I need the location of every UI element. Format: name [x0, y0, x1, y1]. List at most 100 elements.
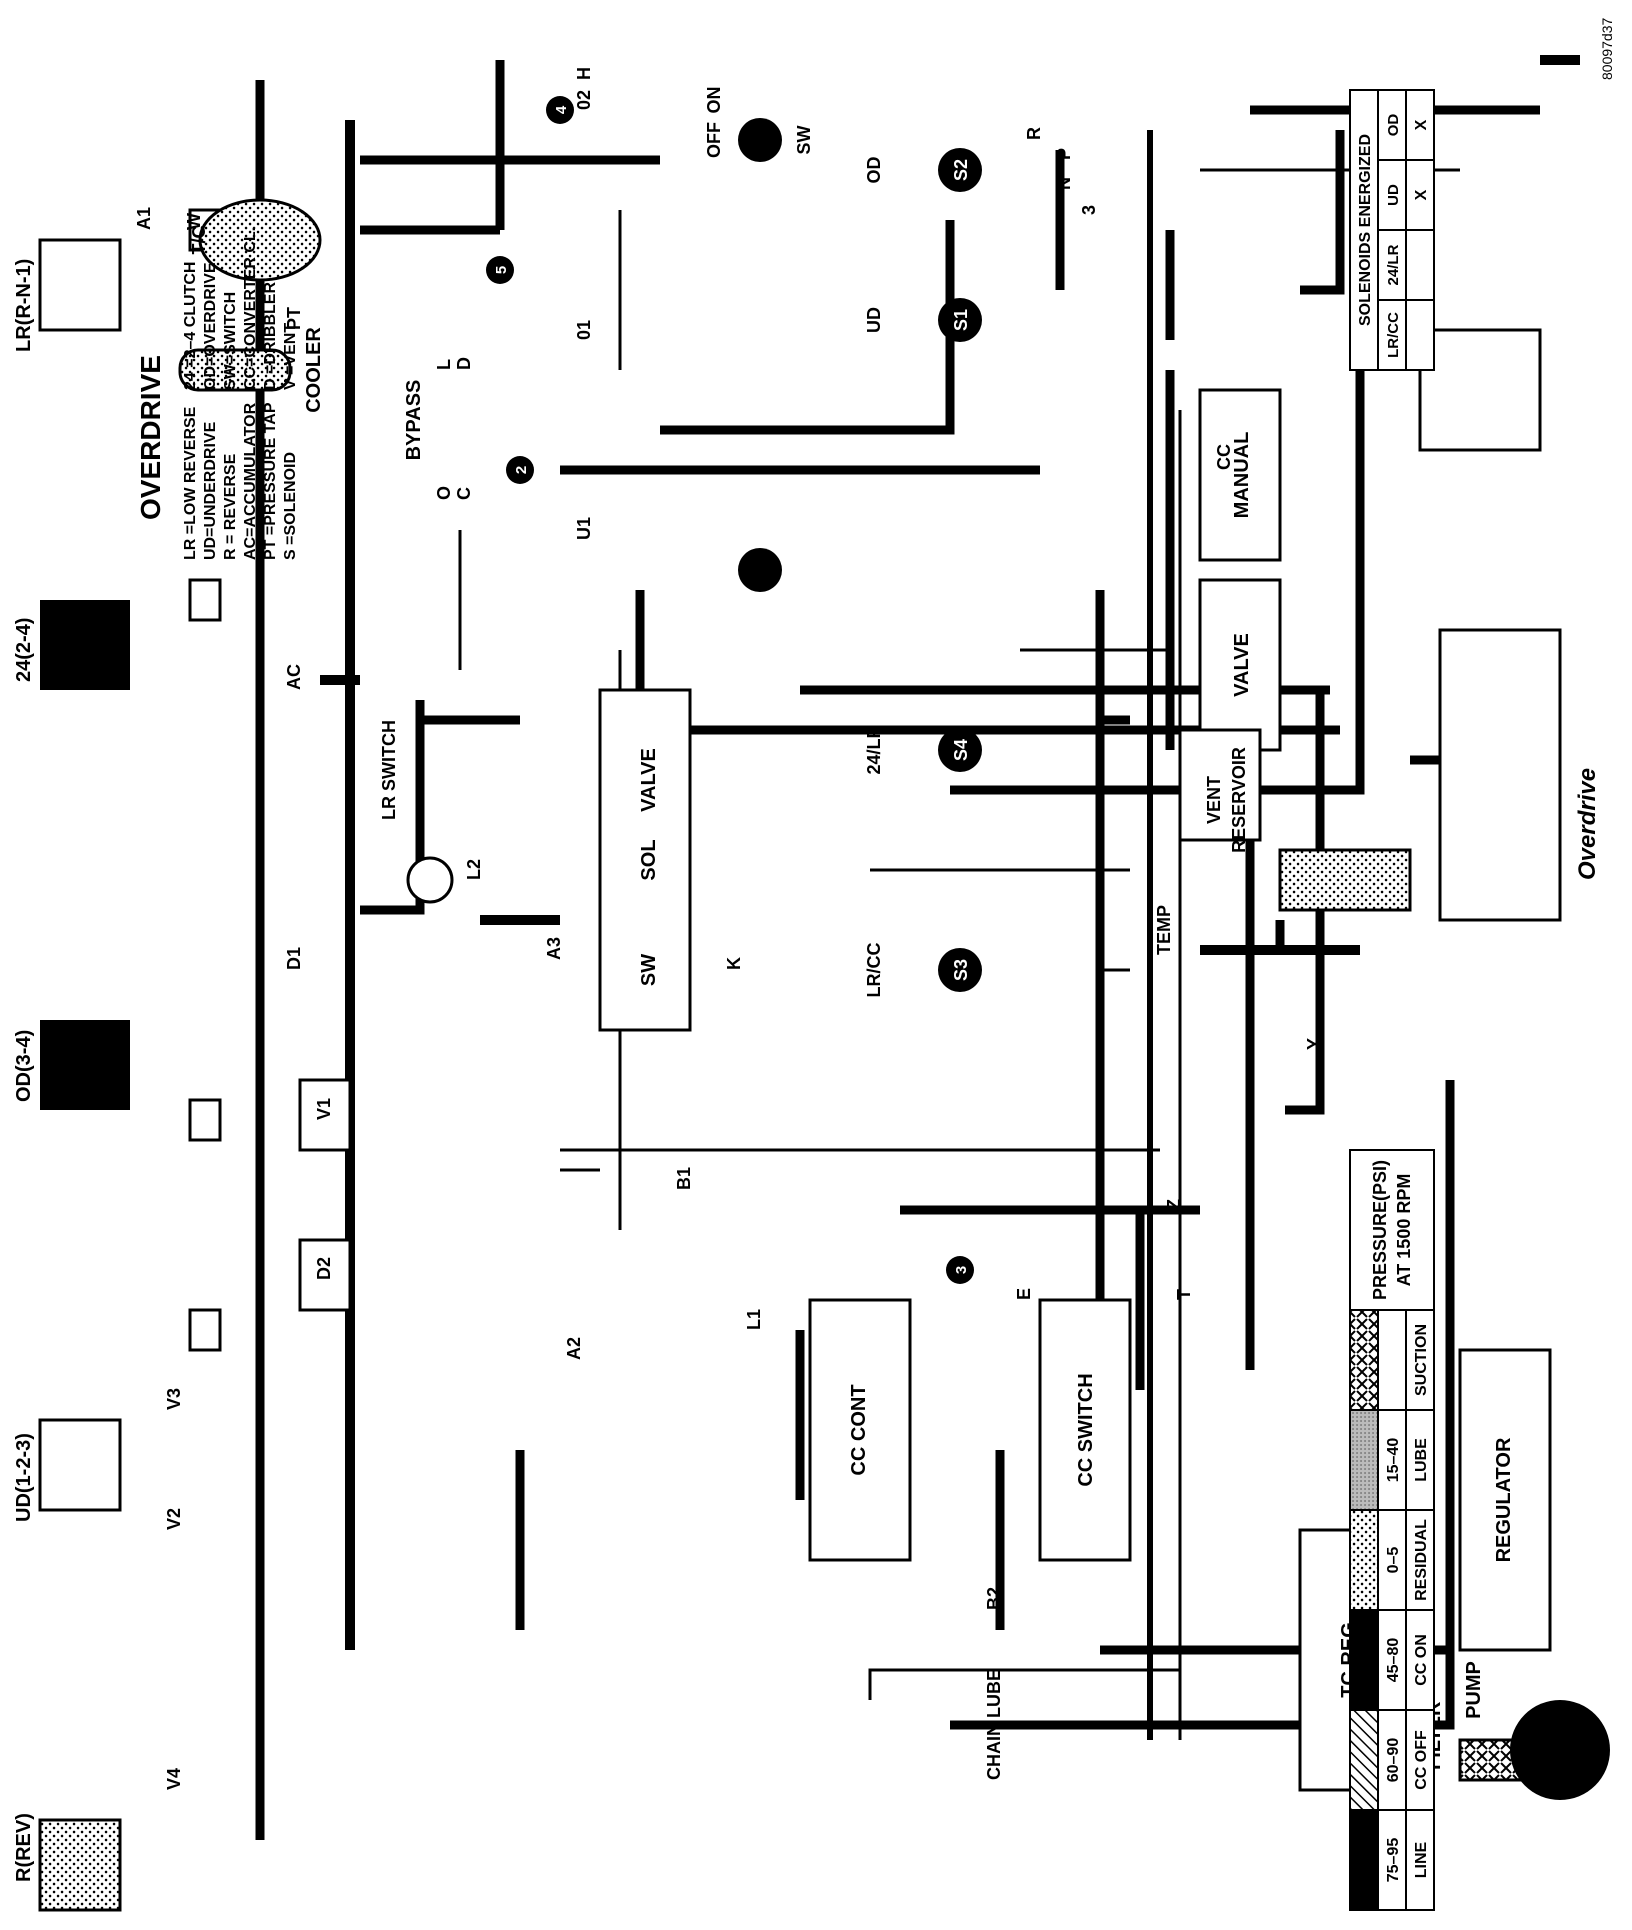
port-label: PT [284, 307, 304, 330]
port-label: N [1054, 177, 1074, 190]
2-4-clutch [40, 600, 130, 690]
reservoir [1278, 848, 1412, 912]
pressure-value: 75–95 [1385, 1838, 1402, 1883]
legend-line: PT =PRESSURE TAP [262, 402, 279, 560]
port-label: P [1054, 148, 1074, 160]
svg-text:S2: S2 [951, 159, 971, 181]
pressure-value: 15–40 [1385, 1438, 1402, 1483]
lr-clutch [38, 238, 122, 332]
svg-text:5: 5 [493, 266, 510, 274]
port-label: A2 [564, 1337, 584, 1360]
clutch-label-24: 24(2-4) [13, 618, 35, 682]
solenoid-header: OD [1385, 114, 1402, 137]
svg-text:4: 4 [553, 105, 570, 114]
port-label: L [434, 359, 454, 370]
port-label: V1 [314, 1098, 334, 1120]
switch-on-od: ON [704, 87, 724, 114]
manual-valve-body [1198, 388, 1282, 562]
figure-caption: Overdrive [1574, 768, 1601, 880]
pressure-name: LINE [1413, 1841, 1430, 1878]
solenoid-table-title: SOLENOIDS ENERGIZED [1357, 134, 1374, 326]
solenoid-s1: S1 [938, 298, 982, 342]
port-label: V2 [164, 1508, 184, 1530]
port-label: W [184, 213, 204, 230]
port-label: B1 [674, 1167, 694, 1190]
port-label: 02 [574, 90, 594, 110]
solenoid-name-lrcc: LR/CC [864, 943, 884, 998]
reservoir-label: RESERVOIR [1229, 747, 1249, 853]
pressure-name: CC ON [1413, 1634, 1430, 1686]
accumulator-od [188, 1098, 222, 1142]
switch-off-on-od: OFF [704, 122, 724, 158]
cc-cont-label: CC CONT [848, 1384, 870, 1475]
legend-line: 24 =2–4 CLUTCH [182, 262, 199, 391]
pump-label: PUMP [1463, 1661, 1485, 1719]
legend-line: S =SOLENOID [282, 452, 299, 560]
port-label: R [1024, 127, 1044, 140]
manual-label: MANUAL [1231, 432, 1253, 519]
port-label: C [454, 487, 474, 500]
accumulator-ud [188, 1308, 222, 1352]
svg-text:2: 2 [513, 466, 530, 474]
port-label: A3 [544, 937, 564, 960]
bypass-label: BYPASS [403, 380, 425, 461]
solenoid-header: LR/CC [1385, 312, 1402, 358]
port-label: D [454, 357, 474, 370]
port-label: L2 [464, 859, 484, 880]
port-label: H [574, 67, 594, 80]
solenoid-name-ud: UD [864, 307, 884, 333]
sw-label: SW [638, 954, 660, 986]
solenoid-header: UD [1385, 184, 1402, 206]
port-label: U1 [574, 517, 594, 540]
valve-label: VALVE [1231, 633, 1253, 697]
legend-line: R = REVERSE [222, 453, 239, 560]
switch-sw-od: SW [794, 125, 814, 154]
regulator-body [1458, 1348, 1552, 1652]
port-label: V4 [164, 1768, 184, 1790]
sol-label: SOL [638, 839, 660, 880]
solenoid-s4: S4 [938, 728, 982, 772]
regulator-label: REGULATOR [1493, 1437, 1515, 1562]
cc-switch-label: CC SWITCH [1075, 1373, 1097, 1486]
chain-lube-label: CHAIN LUBE [984, 1669, 1004, 1780]
port-label: B2 [984, 1587, 1004, 1610]
pressure-title-2: AT 1500 RPM [1394, 1174, 1414, 1287]
ud-clutch [38, 1418, 122, 1512]
pressure-name: RESIDUAL [1413, 1519, 1430, 1601]
port-label: D1 [284, 947, 304, 970]
solenoid-switch-valve [598, 688, 692, 1032]
pressure-value: 45–80 [1385, 1638, 1402, 1683]
solenoid-mark: X [1413, 189, 1430, 200]
pressure-title-1: PRESSURE(PSI) [1370, 1160, 1390, 1300]
port-labels: D1 AC PT D2 V1 V2 V3 V4 A1 A2 A3 B1 B2 L… [134, 67, 1324, 1790]
pump [1510, 1700, 1610, 1800]
port-label: O [434, 486, 454, 500]
od-pressure-switch [738, 118, 782, 162]
legend-line: OD=OVERDRIVE [202, 262, 219, 390]
legend-line: LR =LOW REVERSE [182, 406, 199, 560]
legend-line: SW=SWITCH [222, 292, 239, 390]
port-label: V3 [164, 1388, 184, 1410]
24-pressure-switch [738, 548, 782, 592]
solenoid-name-24lr: 24/LR [864, 725, 884, 774]
port-label: A1 [134, 207, 154, 230]
cc-switch-valve [1038, 1298, 1132, 1562]
dribbler-d1 [298, 1238, 352, 1312]
port-label: E [1014, 1288, 1034, 1300]
torque-converter [198, 198, 322, 282]
svg-text:S1: S1 [951, 309, 971, 331]
valve-label-2: VALVE [638, 748, 660, 812]
port-label: D2 [314, 1257, 334, 1280]
valve-body: S1 S2 S3 S4 UD OD LR/CC 24/LR OFF ON SW … [178, 87, 1610, 1800]
vent-label: VENT [1204, 776, 1224, 824]
clutch-label-ud: UD(1-2-3) [13, 1433, 35, 1522]
port-label: AC [284, 664, 304, 690]
cc-control-valve [808, 1298, 912, 1562]
